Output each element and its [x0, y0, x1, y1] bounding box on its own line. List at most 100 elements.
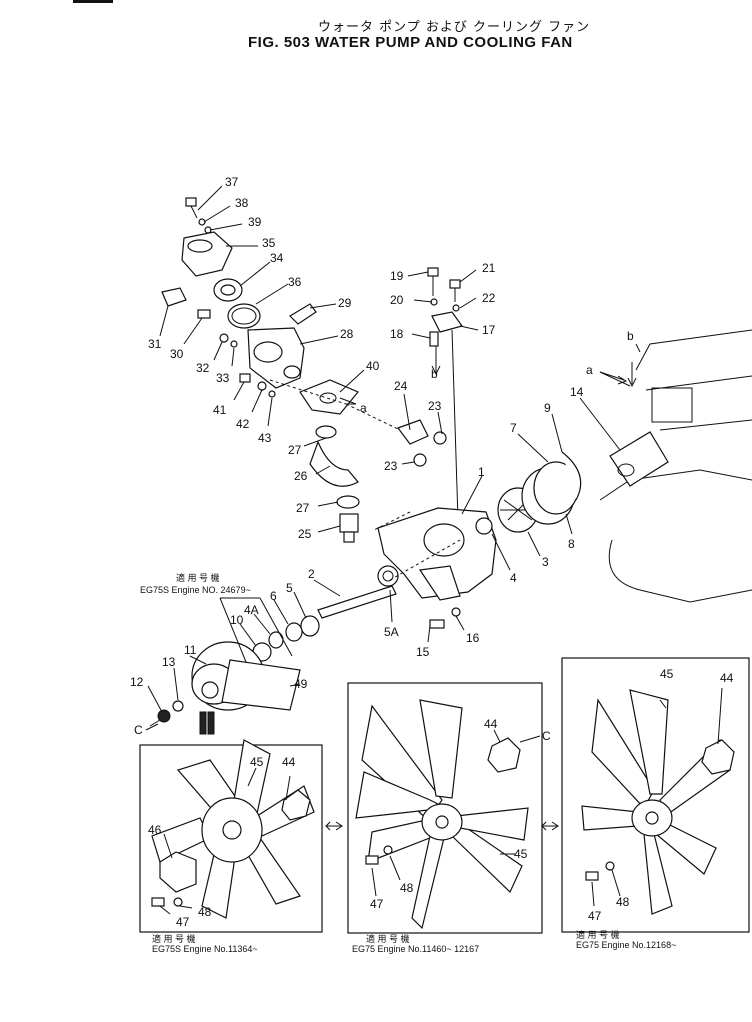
part-label: 44 — [282, 755, 296, 769]
panel-3-applicable: 適 用 号 機 — [576, 929, 620, 940]
thermostat-case-port — [283, 365, 301, 379]
belt-end-a — [199, 711, 207, 735]
washer-13 — [172, 700, 184, 712]
dashed-connectors — [269, 379, 461, 581]
bolt-19-head — [427, 267, 439, 277]
part-label: a — [586, 363, 593, 377]
gasket-40 — [299, 379, 359, 415]
gasket-14 — [609, 431, 669, 487]
part-label: 38 — [235, 196, 249, 210]
shaft-2 — [317, 585, 397, 619]
pump-body-bore — [423, 523, 465, 557]
washer-16 — [451, 607, 461, 617]
part-label: 25 — [298, 527, 312, 541]
belt-end-b — [207, 711, 215, 735]
part-label: 28 — [340, 327, 354, 341]
nut-12 — [157, 709, 171, 723]
part-label: 36 — [288, 275, 302, 289]
part-label: 48 — [400, 881, 414, 895]
spacer-18 — [429, 331, 439, 347]
leader-lines — [147, 185, 641, 727]
arrow-a — [339, 397, 357, 405]
part-label: 22 — [482, 291, 496, 305]
washer-23b — [433, 431, 447, 445]
part-label: 11 — [184, 643, 197, 657]
part-label: 44 — [720, 671, 734, 685]
hose-26 — [309, 440, 359, 487]
washer-33 — [230, 340, 238, 348]
part-label: 9 — [544, 401, 551, 415]
washer-38 — [198, 218, 206, 226]
panel-leader-lines — [159, 687, 723, 915]
seal-4 — [475, 517, 493, 535]
part-label: 32 — [196, 361, 210, 375]
part-label: 14 — [570, 385, 584, 399]
gasket-40-hole — [319, 392, 337, 404]
part-label: 24 — [394, 379, 408, 393]
panel-1-applicable: 適 用 号 機 — [152, 933, 196, 944]
elbow-25 — [339, 513, 359, 533]
change-arrow-1 — [325, 821, 343, 831]
part-label: 39 — [248, 215, 262, 229]
part-label: 49 — [294, 677, 308, 691]
snap-ring-4A — [268, 631, 284, 649]
part-label: 23 — [384, 459, 398, 473]
pump-body-leg — [418, 565, 461, 601]
part-label: 48 — [616, 895, 630, 909]
part-label: 45 — [514, 847, 528, 861]
fan-panel-1 — [151, 739, 315, 919]
thermostat-34-core — [220, 284, 236, 296]
panel-2-applicable: 適 用 号 機 — [366, 933, 410, 944]
part-label: 10 — [230, 613, 244, 627]
plug-32 — [219, 333, 229, 343]
housing-35-neck — [187, 239, 213, 253]
panel-frame-1 — [139, 744, 323, 933]
part-label: 15 — [416, 645, 430, 659]
fan-panel-3 — [581, 689, 735, 915]
part-label: 19 — [390, 269, 404, 283]
figure-title-japanese: ウォータ ポンプ および クーリング ファン — [318, 20, 591, 35]
bolt-37 — [185, 197, 198, 219]
part-label: 43 — [258, 431, 272, 445]
bracket-17 — [431, 311, 463, 333]
part-label: a — [360, 401, 367, 415]
clamp-27-bottom — [336, 495, 360, 509]
housing-35 — [181, 231, 233, 277]
arrow-a-engine — [599, 371, 628, 385]
part-label: 41 — [213, 403, 227, 417]
applicable-header: 適 用 号 機 — [176, 572, 220, 583]
part-label: 17 — [482, 323, 496, 337]
washer-22 — [452, 304, 460, 312]
part-labels: 37 38 39 35 34 36 29 28 31 30 32 33 40 4… — [130, 175, 734, 929]
part-label: 40 — [366, 359, 380, 373]
part-label: 12 — [130, 675, 144, 689]
part-label: C — [134, 723, 143, 737]
part-label: 5 — [286, 581, 293, 595]
panel-3-engine: EG75 Engine No.12168~ — [576, 940, 676, 950]
adapter-30 — [197, 309, 211, 319]
part-label: 30 — [170, 347, 184, 361]
part-label: 23 — [428, 399, 442, 413]
figure-title: FIG. 503 WATER PUMP AND COOLING FAN — [248, 34, 573, 51]
arrow-b-engine — [627, 362, 637, 388]
arrow-b — [431, 350, 441, 376]
part-label: 13 — [162, 655, 176, 669]
part-label: 42 — [236, 417, 250, 431]
engine-note-top: EG75S Engine NO. 24679~ — [140, 585, 251, 595]
part-label: 20 — [390, 293, 404, 307]
part-label: 37 — [225, 175, 239, 189]
part-label: b — [431, 367, 438, 381]
part-label: 8 — [568, 537, 575, 551]
washer-42 — [257, 381, 267, 391]
part-label: 48 — [198, 905, 212, 919]
bearing-5 — [300, 615, 320, 637]
part-label: 47 — [370, 897, 384, 911]
panel-1-engine: EG75S Engine No.11364~ — [152, 944, 258, 954]
panel-frame-3 — [561, 657, 750, 933]
part-label: 4 — [510, 571, 517, 585]
pulley-center — [201, 681, 219, 699]
part-label: 6 — [270, 589, 277, 603]
panel-2-engine: EG75 Engine No.11460~ 12167 — [352, 944, 479, 954]
part-label: 27 — [296, 501, 310, 515]
